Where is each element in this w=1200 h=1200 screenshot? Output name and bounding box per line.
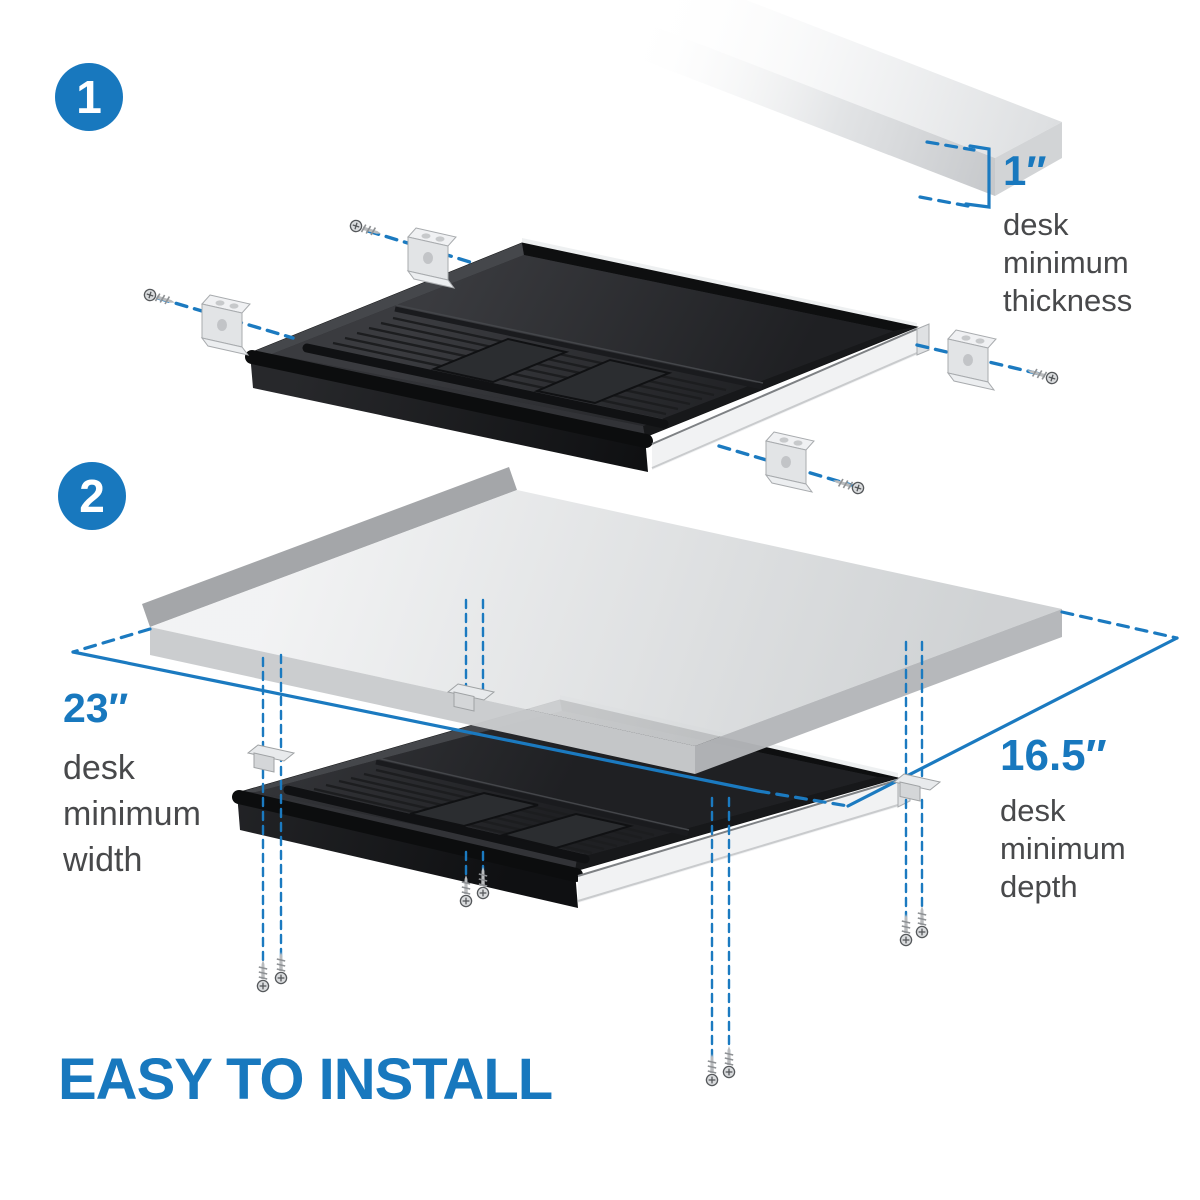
mounting-bracket (765, 431, 815, 493)
step2-organizer-compartments (283, 757, 690, 864)
width-value: 23″ (63, 685, 129, 731)
depth-line-2: minimum (1000, 831, 1126, 866)
mounting-bracket (247, 744, 295, 773)
thickness-line-3: thickness (1003, 283, 1133, 318)
mounting-bracket (201, 294, 251, 356)
step1-drawer-tray (245, 238, 930, 472)
mounting-screw (705, 1053, 719, 1087)
step-2-badge: 2 (58, 462, 126, 530)
width-line-2: minimum (63, 795, 201, 833)
width-line-1: desk (63, 749, 135, 787)
width-line-3: width (63, 841, 143, 879)
thickness-annotation: 1″ desk minimum thickness (1003, 150, 1132, 320)
mounting-bracket (893, 773, 941, 802)
width-annotation: 23″ desk minimum width (63, 688, 201, 883)
step1-organizer-compartments (302, 304, 764, 429)
step2-desk-slab (142, 467, 1062, 774)
step2-illustration (71, 467, 1179, 1087)
thickness-value: 1″ (1003, 147, 1047, 194)
mounting-screw (830, 474, 866, 496)
depth-annotation: 16.5″ desk minimum depth (1000, 734, 1126, 906)
mounting-screw (348, 218, 384, 240)
depth-line-1: desk (1000, 793, 1066, 828)
step-2-number: 2 (79, 470, 105, 522)
thickness-line-2: minimum (1003, 245, 1129, 280)
depth-line-3: depth (1000, 869, 1078, 904)
mounting-screw (915, 905, 929, 939)
step-1-badge: 1 (55, 63, 123, 131)
mounting-screw (256, 959, 270, 993)
depth-value: 16.5″ (1000, 731, 1107, 780)
step-1-number: 1 (76, 71, 102, 123)
headline: EASY TO INSTALL (58, 1047, 553, 1112)
step1-slide-rail (651, 323, 930, 470)
mounting-bracket (947, 329, 997, 391)
thickness-line-1: desk (1003, 207, 1069, 242)
mounting-screw (1024, 364, 1060, 386)
mounting-screw (722, 1045, 736, 1079)
mounting-screw (274, 951, 288, 985)
step1-illustration (142, 0, 1062, 496)
step2-screw-guide-lines (261, 598, 924, 1068)
thickness-dimension-marker (918, 140, 991, 209)
step2-slide-rail (577, 774, 911, 903)
mounting-screw (899, 913, 913, 947)
mounting-screw (142, 287, 178, 309)
step1-desk-slab (560, 0, 1062, 196)
